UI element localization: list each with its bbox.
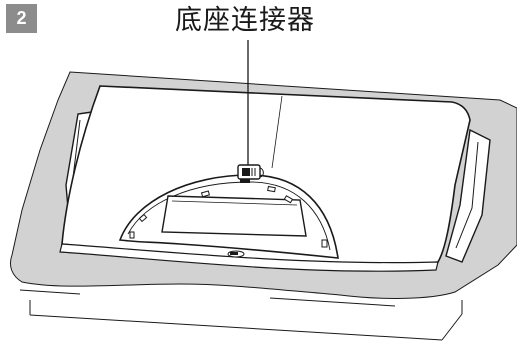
table-outline [19, 289, 463, 341]
right-bracket [445, 128, 491, 263]
stand-recess [161, 195, 307, 237]
step-number-badge: 2 [6, 4, 37, 33]
stand-connector-icon [237, 164, 264, 183]
bottom-port-icon [227, 250, 245, 258]
stand-connector-label: 底座连接器 [175, 5, 315, 36]
plate-holes [129, 185, 328, 248]
monitor-bottom-edge [59, 243, 439, 272]
